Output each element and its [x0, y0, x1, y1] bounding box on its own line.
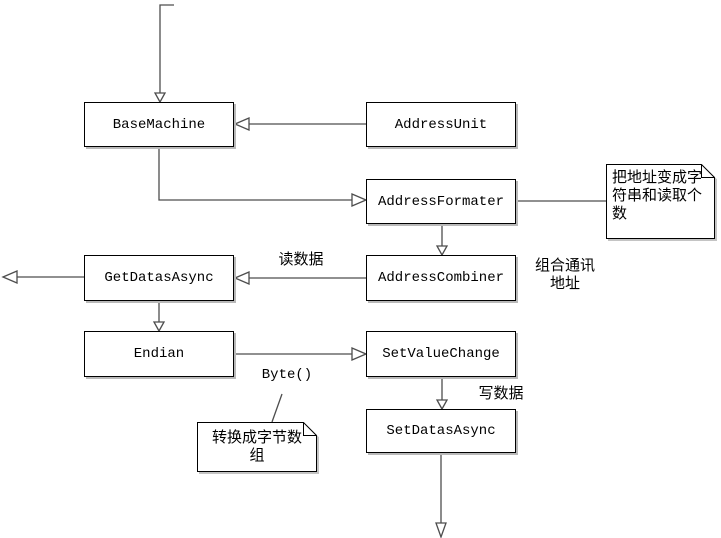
arrowhead-left	[233, 117, 250, 131]
arrowhead-right	[351, 193, 368, 207]
class-box-label: SetValueChange	[382, 346, 500, 362]
arrowhead-down	[435, 399, 449, 411]
arrowhead-down	[435, 245, 449, 257]
connector-getdatasasync-to-endian	[152, 301, 166, 333]
class-box-getdatasasync: GetDatasAsync	[84, 255, 234, 301]
arrowhead-down	[152, 321, 166, 333]
class-box-addresscombiner: AddressCombiner	[366, 255, 516, 301]
connector-getdatasasync-out-left	[1, 270, 84, 284]
arrowhead-down	[153, 92, 167, 104]
arrowhead-right	[351, 347, 368, 361]
connector-top-into-basemachine	[153, 4, 174, 104]
class-box-setvaluechange: SetValueChange	[366, 331, 516, 377]
edge-label-byte-call: Byte()	[261, 367, 313, 383]
connector-setdatasasync-out-bottom	[435, 453, 447, 538]
arrowhead-left	[233, 271, 250, 285]
class-box-endian: Endian	[84, 331, 234, 377]
connector-note-to-bytecall	[271, 393, 283, 423]
class-box-label: AddressFormater	[377, 193, 505, 210]
class-box-label: AddressCombiner	[377, 270, 505, 286]
class-box-label: SetDatasAsync	[386, 423, 496, 439]
note-byte-array: 转换成字节数组	[197, 422, 317, 472]
note-text: 把地址变成字符串和读取个数	[612, 169, 703, 222]
class-box-basemachine: BaseMachine	[84, 102, 234, 147]
class-box-label: GetDatasAsync	[104, 270, 214, 286]
connector-setvaluechange-to-setdatasasync	[435, 377, 449, 411]
note-outline	[197, 422, 317, 472]
note-text: 转换成字节数组	[211, 429, 302, 464]
class-box-setdatasasync: SetDatasAsync	[366, 409, 516, 453]
class-box-label: Endian	[133, 346, 185, 362]
class-box-label: AddressUnit	[394, 116, 488, 133]
edge-label-combine-address: 组合通讯 地址	[534, 257, 595, 292]
class-box-addressunit: AddressUnit	[366, 102, 516, 147]
class-box-label: BaseMachine	[112, 116, 206, 133]
connector-addresscombiner-to-getdatasasync	[233, 271, 366, 285]
arrowhead-down	[435, 522, 447, 538]
class-box-addressformater: AddressFormater	[366, 179, 516, 224]
connector-addressunit-to-basemachine	[233, 117, 366, 131]
edge-label-write-data: 写数据	[478, 385, 524, 402]
connector-endian-to-setvaluechange	[234, 347, 368, 361]
arrowhead-left	[1, 270, 18, 284]
note-address-format: 把地址变成字符串和读取个数	[606, 164, 715, 239]
connector-basemachine-to-addressformater	[158, 147, 368, 207]
edge-label-read-data: 读数据	[278, 251, 324, 268]
connector-addressformater-to-addresscombiner	[435, 224, 449, 257]
note-outline	[606, 164, 715, 239]
